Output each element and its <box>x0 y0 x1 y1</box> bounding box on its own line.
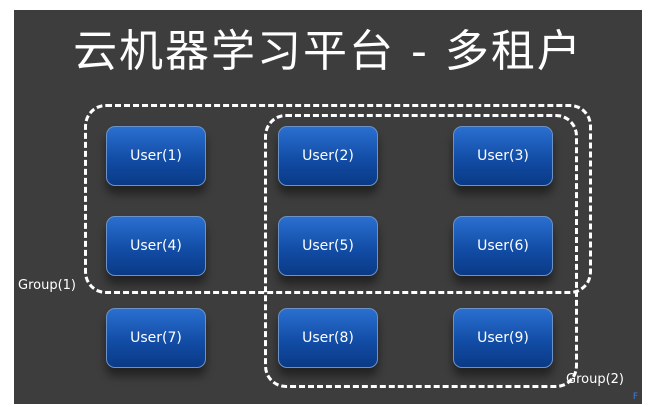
user-box-2: User(2) <box>278 126 378 186</box>
diagram-title: 云机器学习平台 - 多租户 <box>73 26 583 77</box>
user-box-7: User(7) <box>106 308 206 368</box>
corner-mark: F <box>632 392 638 402</box>
user-box-4: User(4) <box>106 216 206 276</box>
group-1-label: Group(1) <box>18 278 76 293</box>
diagram-canvas: 云机器学习平台 - 多租户 User(1) User(2) User(3) Us… <box>14 10 642 404</box>
group-2-label: Group(2) <box>566 372 624 387</box>
user-box-1: User(1) <box>106 126 206 186</box>
user-box-5: User(5) <box>278 216 378 276</box>
user-box-9: User(9) <box>453 308 553 368</box>
user-box-6: User(6) <box>453 216 553 276</box>
user-box-3: User(3) <box>453 126 553 186</box>
user-box-8: User(8) <box>278 308 378 368</box>
